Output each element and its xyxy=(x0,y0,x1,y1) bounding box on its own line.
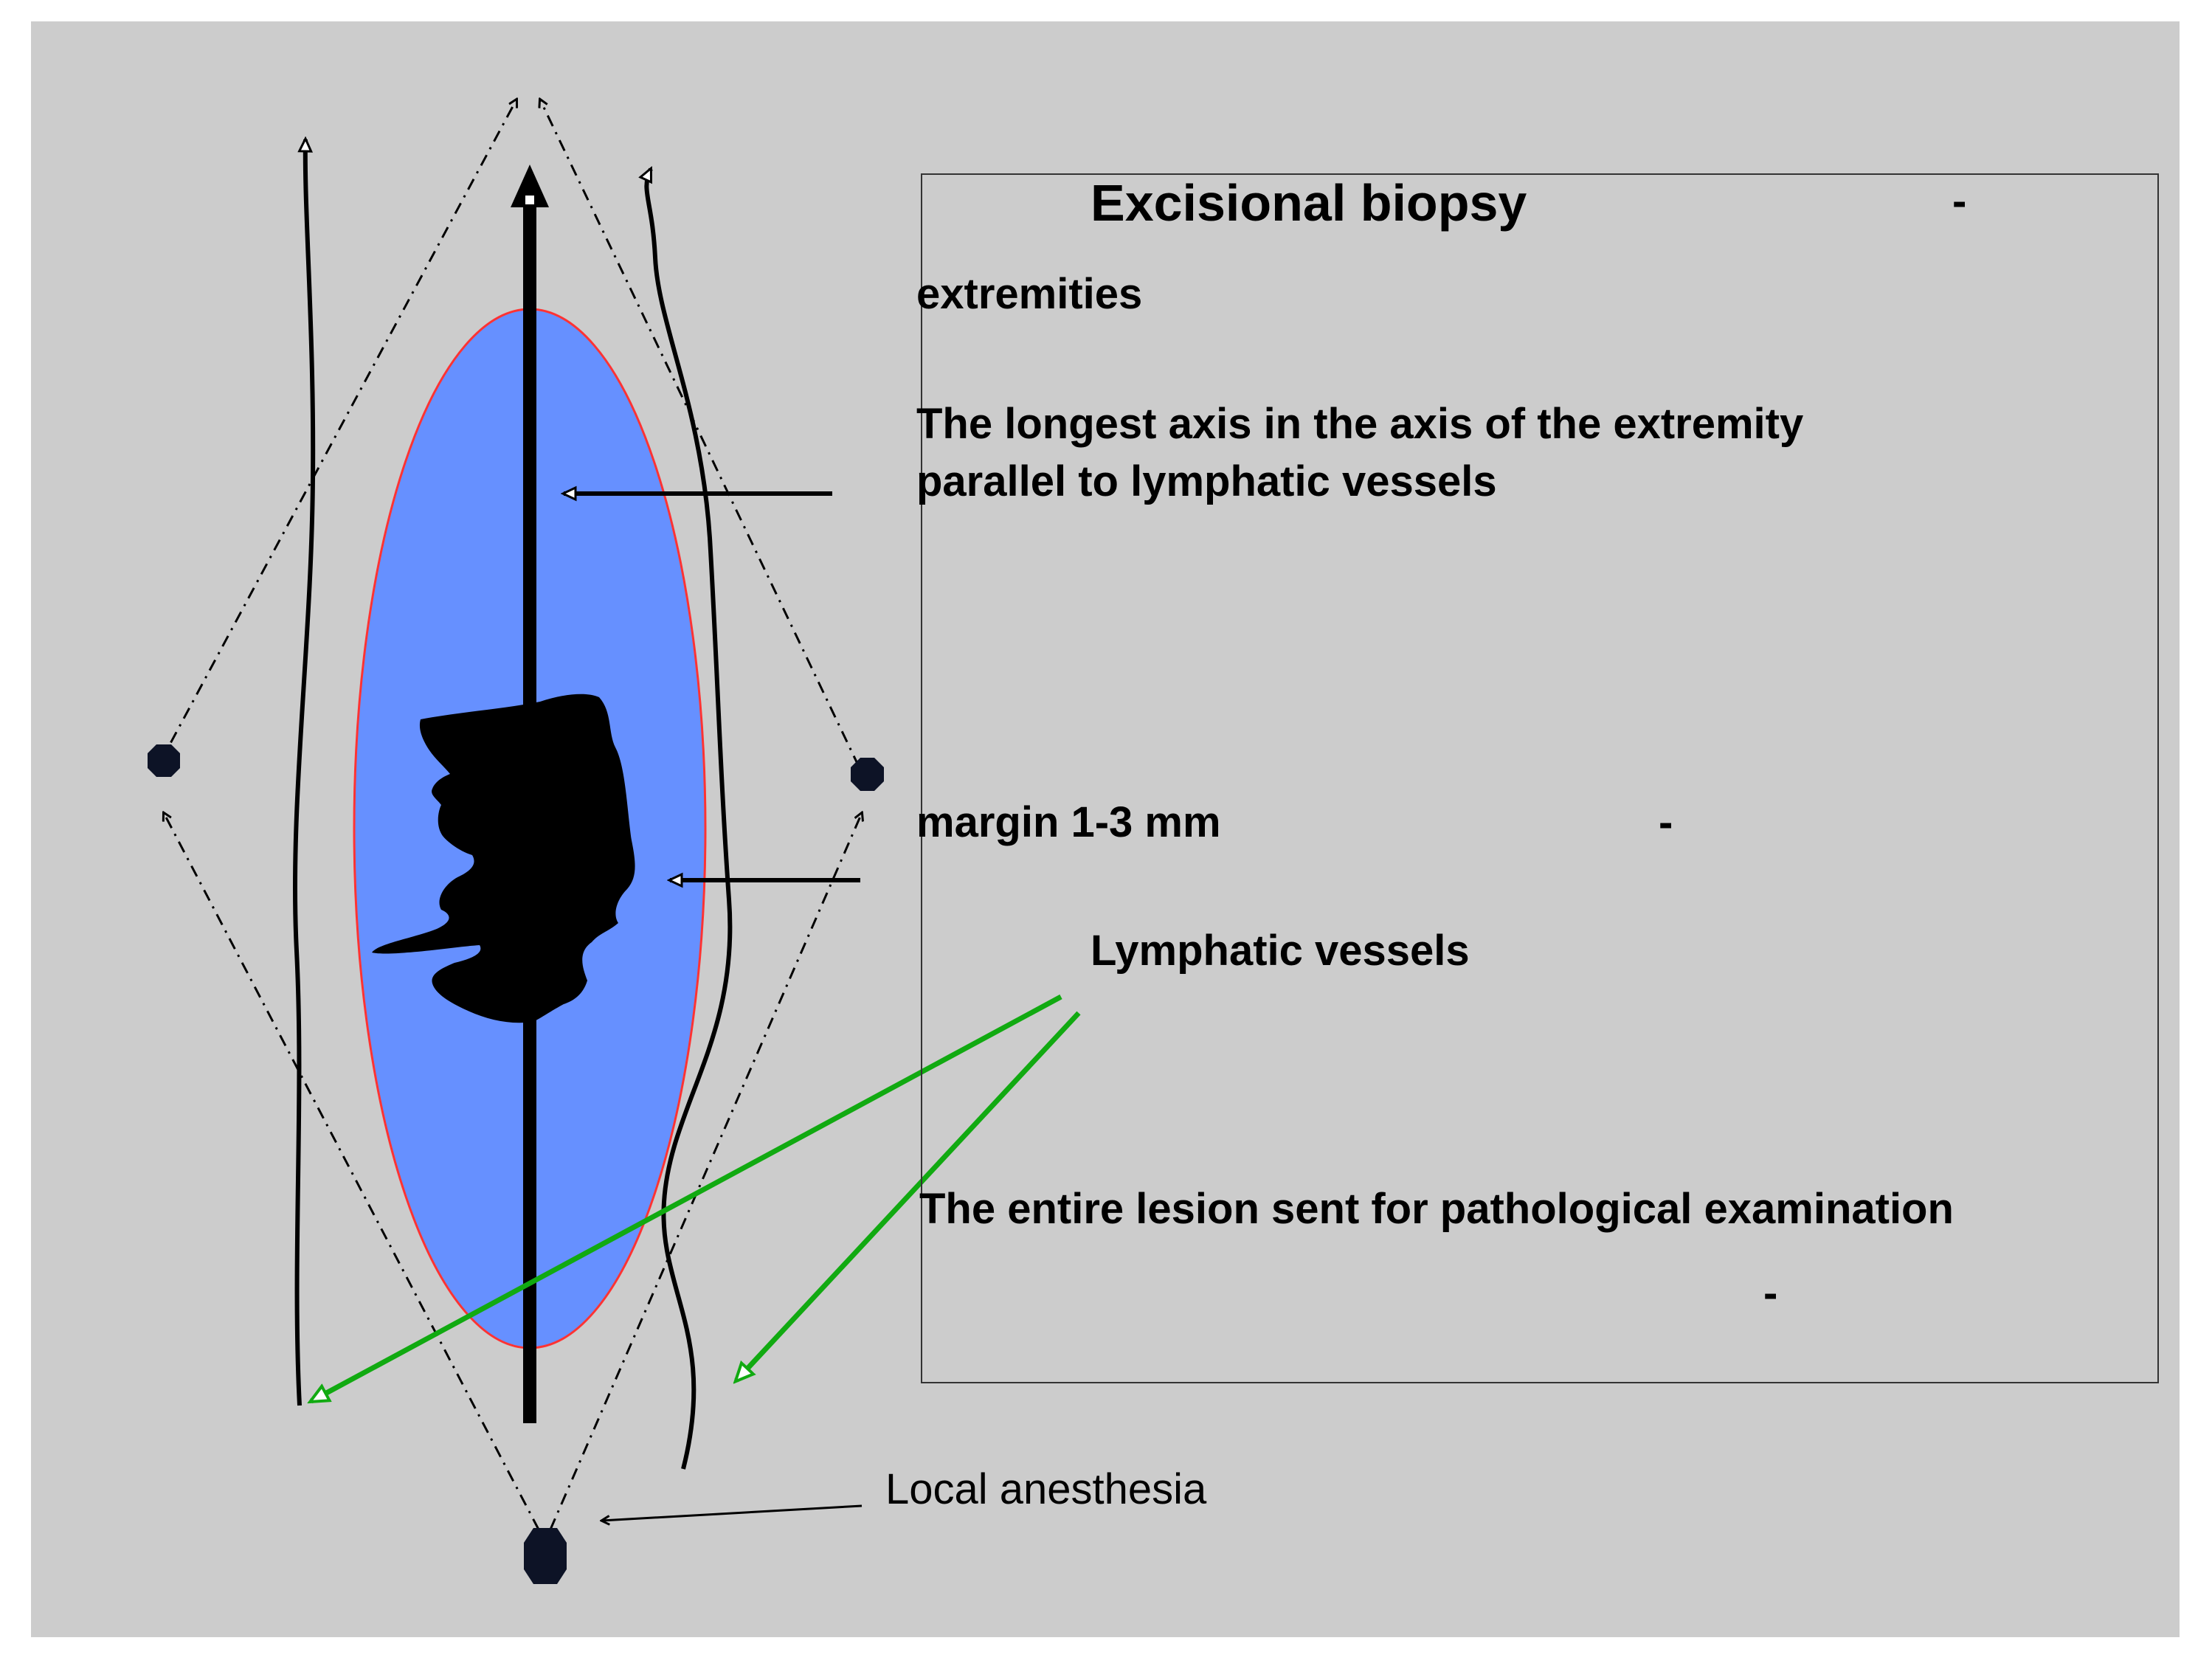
biopsy-diagram xyxy=(148,21,1081,1584)
injection-point-left xyxy=(148,744,180,777)
lesion-text: The entire lesion sent for pathological … xyxy=(919,1185,1954,1233)
lesion xyxy=(372,694,635,1023)
axis-text-line-1: The longest axis in the axis of the extr… xyxy=(916,400,1804,448)
info-text-box xyxy=(921,173,2159,1383)
lymphatic-vessels-label: Lymphatic vessels xyxy=(1091,927,1470,975)
lymphatic-vessel-left xyxy=(292,139,316,1406)
local-anesthesia-label: Local anesthesia xyxy=(885,1465,1207,1513)
anesthesia-line-right-bottom xyxy=(549,813,862,1530)
injection-point-right xyxy=(851,758,884,791)
margin-dash: - xyxy=(1659,798,1673,846)
anesthesia-lines xyxy=(156,100,862,1530)
lymphatic-vessels xyxy=(292,139,733,1470)
pointer-local-anesthesia xyxy=(602,1504,863,1521)
injection-point-bottom xyxy=(524,1528,567,1584)
title-dash: - xyxy=(1952,177,1967,225)
extremities-text: extremities xyxy=(916,270,1143,318)
longest-axis-arrowhead-notch xyxy=(525,196,534,204)
slide: Excisional biopsy - extremities The long… xyxy=(31,21,2180,1637)
longest-axis-arrowhead xyxy=(511,165,549,207)
lymph-pointer-left xyxy=(311,994,1062,1401)
lesion-dash: - xyxy=(1763,1269,1778,1317)
lymph-pointer-right xyxy=(736,1011,1081,1380)
axis-text-line-2: parallel to lymphatic vessels xyxy=(916,457,1497,505)
lymphatic-vessel-right xyxy=(646,169,733,1470)
anesthesia-line-left-top xyxy=(156,100,516,767)
anesthesia-line-left-bottom xyxy=(164,813,540,1530)
title: Excisional biopsy xyxy=(1091,174,1527,232)
margin-text: margin 1-3 mm xyxy=(916,798,1221,846)
